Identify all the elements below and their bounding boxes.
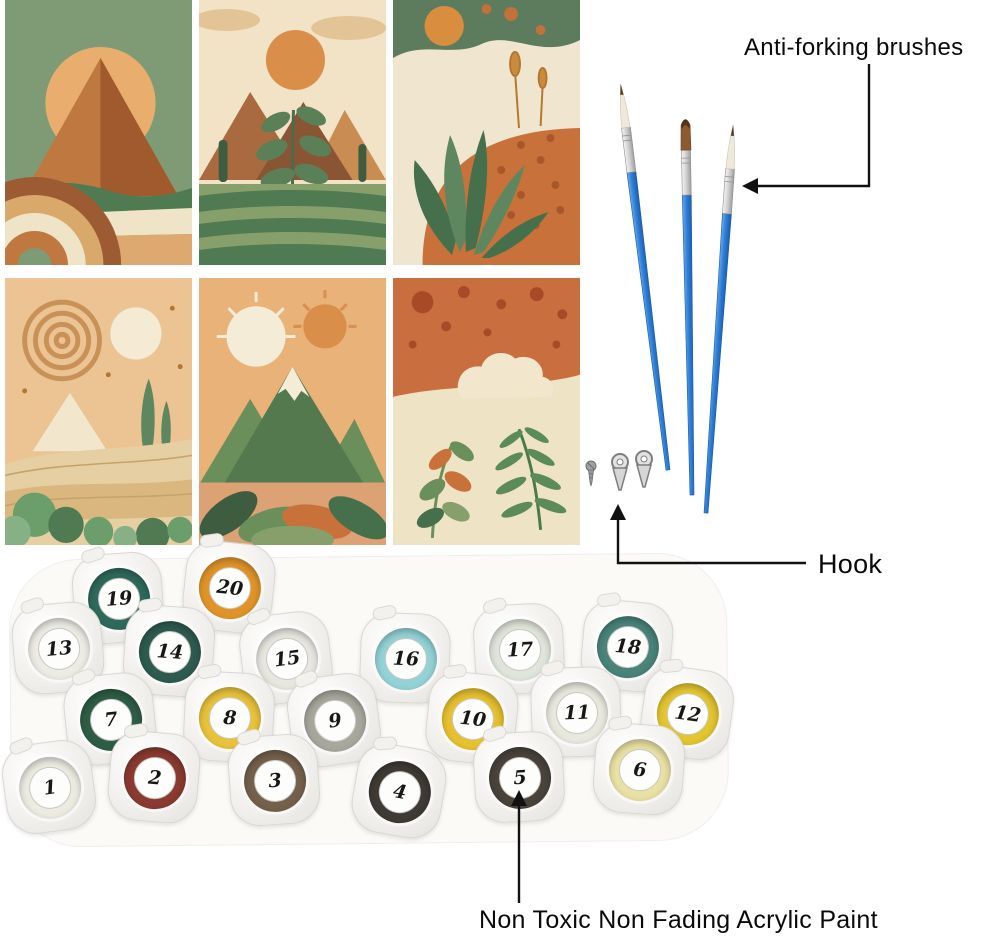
paint-pot: 3 (225, 727, 323, 829)
screw-icon (585, 460, 597, 487)
pot-lid-tab-icon (79, 545, 107, 566)
pot-lid-tab-icon (7, 735, 35, 757)
paint-callout-label: Non Toxic Non Fading Acrylic Paint (479, 906, 878, 934)
hook-callout-label: Hook (818, 549, 883, 579)
art-panel-mountain-rainbow (5, 0, 192, 265)
pot-lid-tab-icon (596, 591, 622, 609)
pot-lid-tab-icon (198, 532, 225, 549)
round-brush-icon (703, 124, 735, 514)
art-panel-desert-plant (199, 0, 386, 265)
pot-lid-tab-icon (137, 596, 164, 614)
art-panel-spiral-sun (5, 278, 192, 545)
paint-brushes (619, 83, 735, 514)
paint-pot: 6 (590, 714, 688, 818)
pot-lid-tab-icon (123, 722, 149, 740)
hook-hardware (585, 450, 653, 491)
flat-brush-icon (680, 119, 695, 496)
pot-lid-tab-icon (658, 658, 685, 674)
paint-pot: 2 (105, 722, 203, 826)
pot-lid-tab-icon (481, 595, 509, 616)
pot-lid-tab-icon (18, 595, 46, 616)
art-panel-fern-leaves (393, 278, 580, 545)
hanger-hook-icon (611, 453, 629, 491)
pot-lid-tab-icon (441, 663, 468, 680)
paint-pot: 1 (0, 735, 100, 838)
brushes-callout-label: Anti-forking brushes (744, 34, 964, 61)
art-panel-agave-hill (393, 0, 580, 265)
paint-pot: 5 (471, 723, 567, 825)
art-panel-green-mountains (199, 278, 386, 545)
hanger-hook-icon (635, 450, 653, 488)
pot-lid-tab-icon (607, 714, 634, 732)
pot-lid-tab-icon (372, 736, 398, 751)
liner-brush-icon (619, 83, 671, 471)
pot-lid-tab-icon (371, 603, 398, 622)
artwork-grid (5, 0, 580, 545)
